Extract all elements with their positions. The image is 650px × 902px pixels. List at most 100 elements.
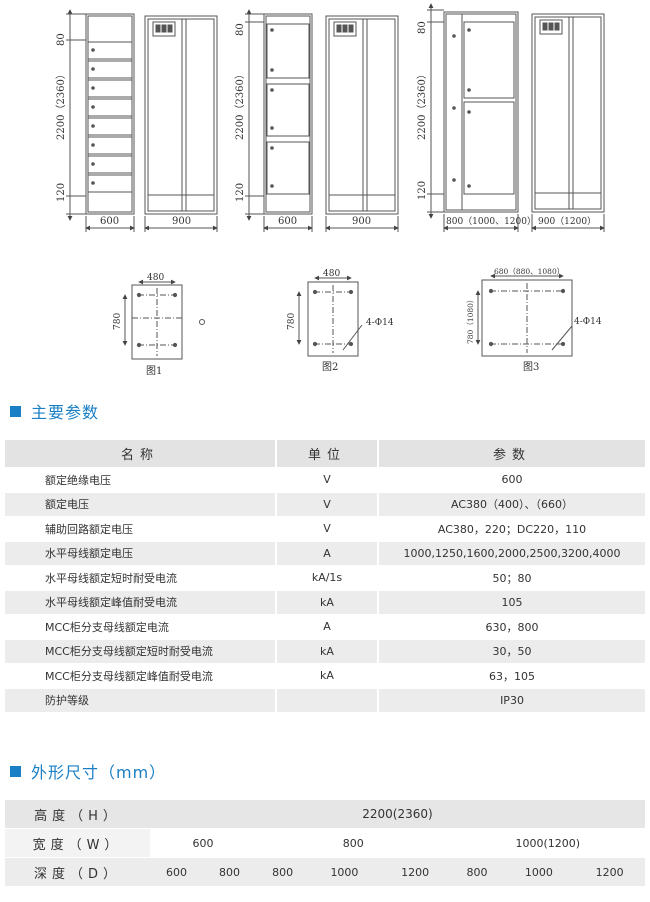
header-unit: 单位	[276, 440, 379, 468]
cabinet-1-side-view	[144, 15, 218, 232]
cab2-top-label: 80	[235, 23, 246, 36]
param-unit: kA	[276, 663, 379, 689]
table-header-row: 名称 单位 参数	[5, 440, 645, 468]
param-value: AC380（400）、（660）	[378, 492, 645, 517]
depth-value: 1000	[309, 857, 380, 887]
depth-label: 深度（D）	[5, 857, 150, 887]
param-unit: V	[276, 492, 379, 517]
fig2-width-label: 480	[323, 269, 340, 279]
fig1-width-label: 480	[147, 273, 164, 283]
height-value: 2200(2360)	[150, 800, 645, 829]
depth-value: 1200	[574, 857, 645, 887]
table-row: 宽度（W） 600 800 1000(1200)	[5, 828, 645, 858]
cab3-bottom-label: 120	[417, 181, 428, 200]
param-unit: kA	[276, 639, 379, 664]
figure-1-foundation-plan	[122, 279, 205, 360]
table-row: 深度（D） 600 800 800 1000 1200 800 1000 120…	[5, 857, 645, 887]
cab1-top-label: 80	[56, 33, 67, 46]
table-row: 高度（H） 2200(2360)	[5, 800, 645, 829]
cabinet-2-front-view	[245, 9, 313, 232]
param-value: 630，800	[378, 614, 645, 640]
cab1-bottom-label: 120	[56, 183, 67, 202]
cab1-depth-label: 900	[172, 216, 191, 227]
drawer-units	[87, 41, 133, 193]
param-name: MCC柜分支母线额定电流	[5, 614, 277, 640]
header-value: 参数	[378, 440, 645, 468]
param-name: 额定绝缘电压	[5, 467, 277, 493]
width-label: 宽度（W）	[5, 828, 150, 858]
table-row: 防护等级 IP30	[5, 688, 645, 713]
param-unit: V	[276, 467, 379, 493]
cabinet-drawings: 2200（2360） 80 120 600 900 2200（2360） 80 …	[55, 3, 605, 377]
cab1-width-label: 600	[100, 216, 119, 227]
section-title: 主要参数	[31, 403, 100, 422]
cab2-depth-label: 900	[352, 216, 371, 227]
param-name: MCC柜分支母线额定峰值耐受电流	[5, 663, 277, 689]
square-bullet-icon	[10, 765, 21, 777]
param-unit: A	[276, 614, 379, 640]
param-unit: V	[276, 516, 379, 542]
param-name: MCC柜分支母线额定短时耐受电流	[5, 639, 277, 664]
param-value: 600	[378, 467, 645, 493]
param-value: AC380，220；DC220，110	[378, 516, 645, 542]
param-value: IP30	[378, 688, 645, 713]
param-unit: kA	[276, 590, 379, 615]
section-header-main-parameters: 主要参数	[10, 400, 99, 422]
param-name: 额定电压	[5, 492, 277, 517]
depth-value: 1000	[503, 857, 575, 887]
cabinet-3-side-view	[531, 13, 605, 232]
fig3-holes-label: 4-Φ14	[574, 317, 602, 327]
param-name: 水平母线额定电压	[5, 541, 277, 566]
dimensions-table: 高度（H） 2200(2360) 宽度（W） 600 800 1000(1200…	[5, 800, 645, 887]
cabinet-2-side-view	[325, 15, 399, 232]
param-unit	[276, 688, 379, 713]
cab3-top-label: 80	[417, 21, 428, 34]
section-title: 外形尺寸（mm）	[31, 763, 167, 782]
width-value: 1000(1200)	[450, 828, 645, 858]
param-value: 1000,1250,1600,2000,2500,3200,4000	[378, 541, 645, 566]
width-value: 800	[256, 828, 451, 858]
param-value: 50；80	[378, 565, 645, 591]
height-label: 高度（H）	[5, 800, 150, 829]
param-name: 水平母线额定峰值耐受电流	[5, 590, 277, 615]
depth-value: 800	[256, 857, 310, 887]
fig2-depth-label: 780	[287, 313, 297, 330]
param-name: 水平母线额定短时耐受电流	[5, 565, 277, 591]
cab3-height-label: 2200（2360）	[416, 69, 428, 140]
depth-value: 600	[150, 857, 204, 887]
fig3-caption: 图3	[523, 361, 539, 373]
figure-2-foundation-plan	[296, 275, 363, 357]
param-value: 105	[378, 590, 645, 615]
fig1-caption: 图1	[146, 365, 162, 377]
width-value: 600	[150, 828, 257, 858]
param-name: 防护等级	[5, 688, 277, 713]
param-name: 辅助回路额定电压	[5, 516, 277, 542]
fig2-caption: 图2	[322, 361, 338, 373]
fig2-holes-label: 4-Φ14	[366, 318, 394, 328]
square-bullet-icon	[10, 405, 21, 417]
cabinet-3-front-view	[427, 3, 519, 232]
cab2-bottom-label: 120	[235, 183, 246, 202]
cab2-height-label: 2200（2360）	[234, 69, 246, 140]
depth-value: 800	[450, 857, 504, 887]
section-header-dimensions: 外形尺寸（mm）	[10, 760, 166, 782]
cab1-height-label: 2200（2360）	[55, 69, 67, 140]
param-value: 63，105	[378, 663, 645, 689]
header-name: 名称	[5, 440, 277, 468]
cab3-width-label: 800（1000、1200）	[446, 216, 536, 227]
depth-value: 800	[203, 857, 257, 887]
depth-value: 1200	[379, 857, 451, 887]
param-value: 30，50	[378, 639, 645, 664]
cab2-width-label: 600	[278, 216, 297, 227]
fig3-depth-label: 780（1080）	[466, 296, 475, 344]
fig3-width-label: 680（880、1080）	[494, 267, 564, 276]
